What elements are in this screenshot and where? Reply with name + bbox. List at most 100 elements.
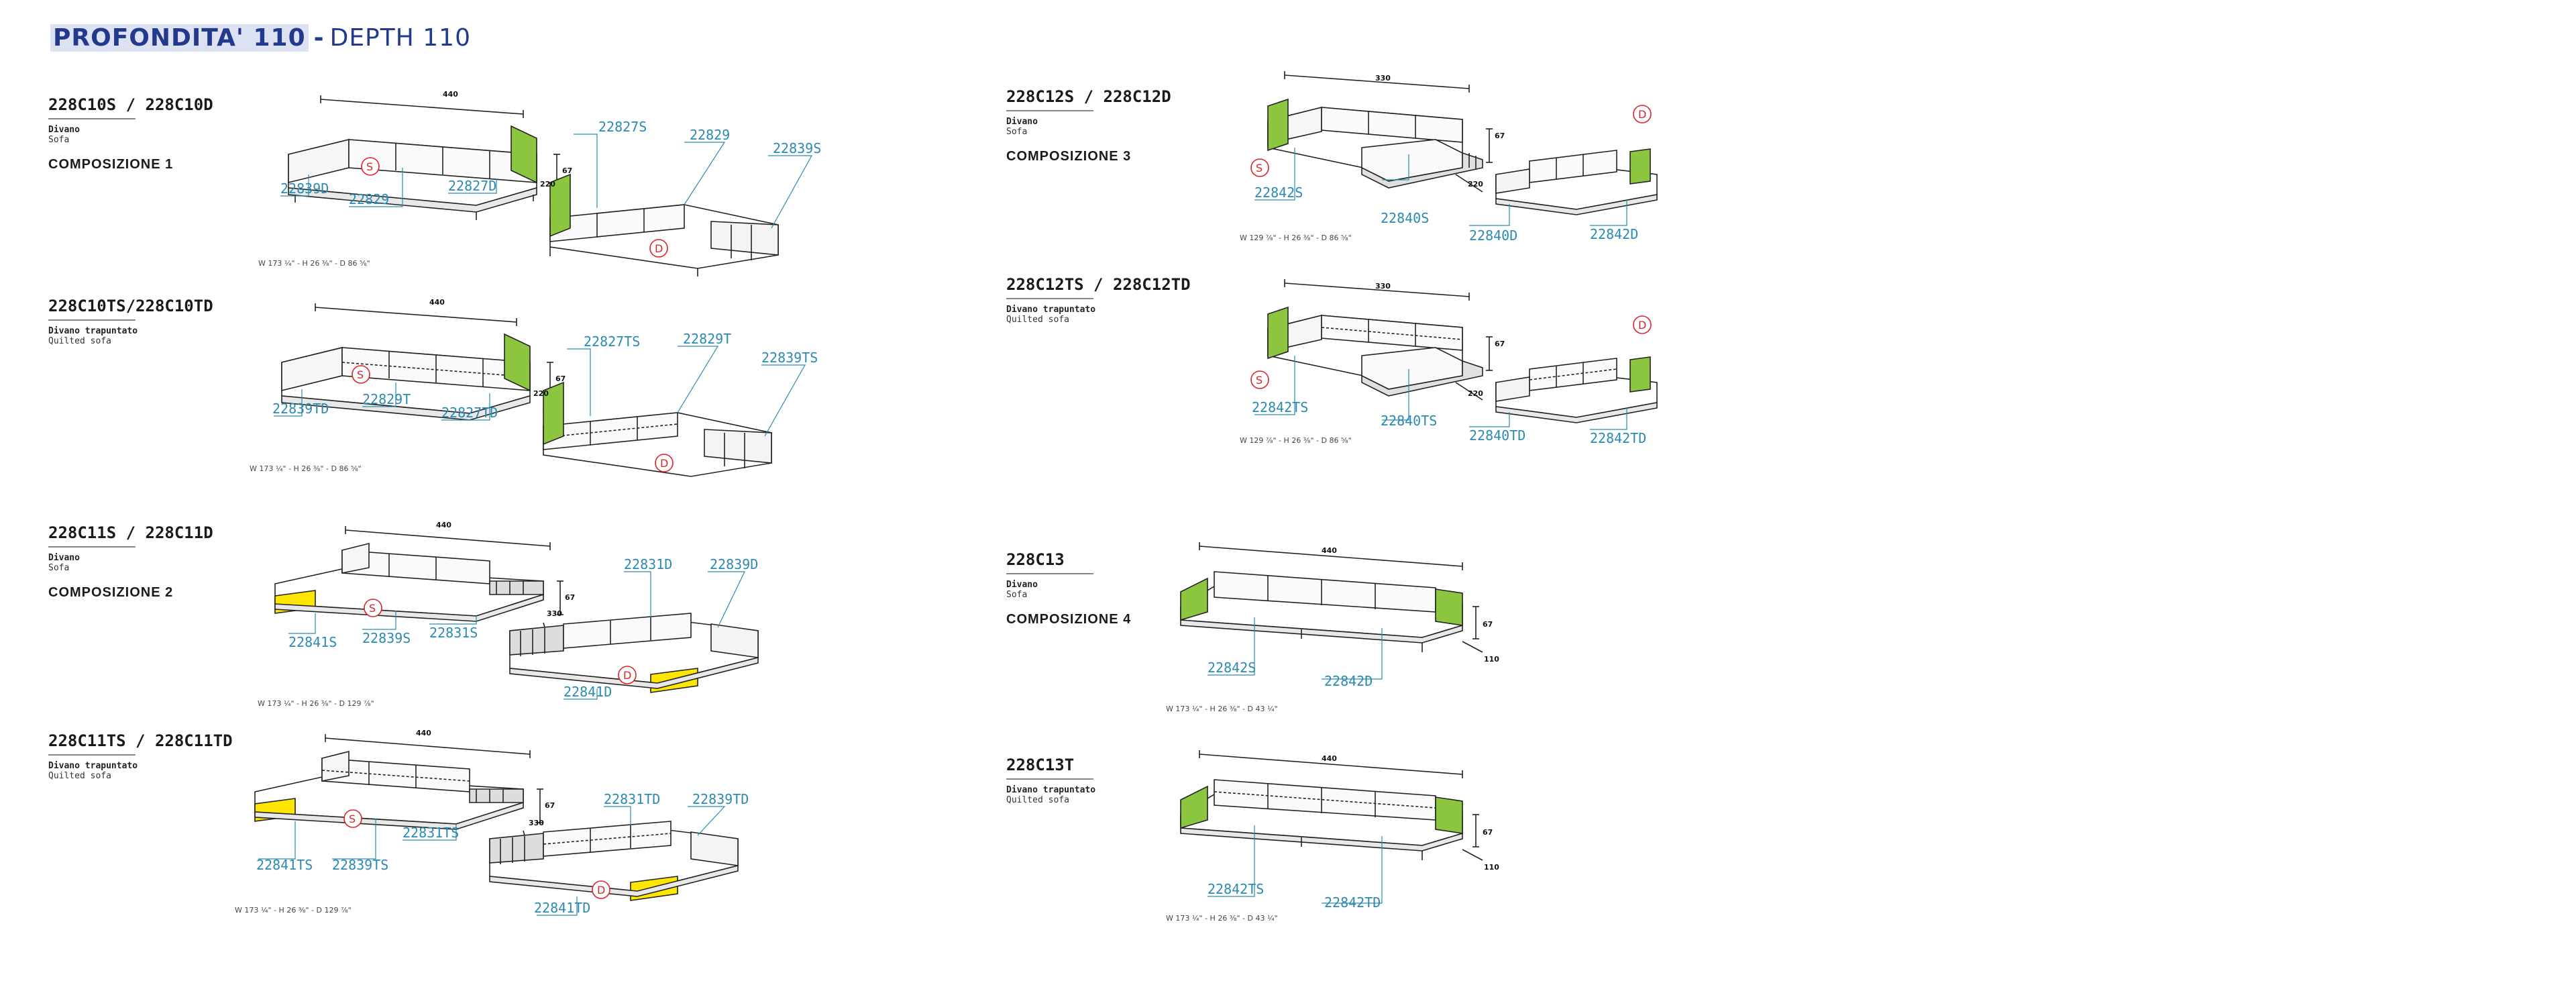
section-6-subtitle-it: Divano trapuntato	[1006, 305, 1096, 315]
section-6-subtitle-en: Quilted sofa	[1006, 315, 1069, 325]
part-label: 22840D	[1469, 227, 1517, 244]
section-6-info: 228C12TS / 228C12TD Divano trapuntato Qu…	[1006, 275, 1191, 325]
section-3-size: W 173 ¼" - H 26 ⅜" - D 129 ⅞"	[258, 699, 374, 708]
drawing-composition-1-quilted: 440 67 220 22827TS 22829T 22839TS 22839T…	[272, 298, 818, 477]
svg-text:S: S	[357, 368, 364, 381]
svg-text:D: D	[623, 669, 631, 682]
dim-width: 440	[443, 90, 458, 99]
dim-height: 67	[562, 166, 572, 175]
section-2-size: W 173 ¼" - H 26 ⅜" - D 86 ⅝"	[250, 464, 362, 473]
svg-text:S: S	[366, 160, 373, 173]
part-label: 22842S	[1254, 185, 1303, 201]
page-title: PROFONDITA' 110-DEPTH 110	[50, 24, 471, 52]
section-1-subtitle-it: Divano	[48, 125, 80, 135]
part-label: 22831D	[624, 556, 672, 572]
dim-height: 67	[1495, 340, 1505, 348]
dim-height: 67	[1495, 132, 1505, 140]
section-3-code: 228C11S / 228C11D	[48, 523, 213, 542]
section-2-subtitle-it: Divano trapuntato	[48, 326, 138, 336]
part-label: 22842TS	[1252, 399, 1308, 415]
part-label: 22839S	[773, 140, 821, 156]
section-1-size: W 173 ¼" - H 26 ⅜" - D 86 ⅝"	[258, 259, 370, 268]
drawing-composition-2-quilted: 440 67 330 22831TD 22839TD 22841TS 22839…	[254, 729, 749, 916]
section-7-subtitle-it: Divano	[1006, 580, 1038, 590]
dim-width: 440	[429, 298, 445, 307]
section-6-size: W 129 ⅞" - H 26 ⅜" - D 86 ⅝"	[1240, 436, 1352, 445]
section-6-code: 228C12TS / 228C12TD	[1006, 275, 1191, 294]
section-2-subtitle-en: Quilted sofa	[48, 336, 111, 346]
dim-depth: 110	[1484, 863, 1499, 872]
dim-width: 440	[416, 729, 431, 737]
part-label: 22842TS	[1208, 881, 1264, 897]
drawing-composition-2: 440 67 330 22831D 22839D 22841S 22839S 2…	[274, 521, 759, 700]
section-3-subtitle-it: Divano	[48, 553, 80, 563]
section-5-subtitle-it: Divano	[1006, 117, 1038, 127]
dim-depth: 220	[540, 180, 555, 189]
part-label: 22827TS	[584, 333, 640, 350]
dim-depth: 330	[547, 609, 562, 618]
dim-height: 67	[1483, 828, 1493, 837]
section-1-subtitle-en: Sofa	[48, 135, 70, 145]
section-7-rule	[1006, 573, 1093, 574]
svg-text:D: D	[660, 457, 668, 470]
part-label: 22831TS	[402, 825, 459, 841]
section-5-code: 228C12S / 228C12D	[1006, 87, 1171, 106]
section-2-code: 228C10TS/228C10TD	[48, 297, 213, 315]
part-label: 22842TD	[1590, 430, 1646, 446]
badge-s: S	[1250, 370, 1269, 389]
badge-d: D	[592, 880, 610, 899]
drawing-composition-3: 330 67 220 22842S 22840S 22840D 22842D S…	[1250, 71, 1658, 244]
section-8-info: 228C13T Divano trapuntato Quilted sofa	[1006, 756, 1096, 805]
section-3-rule	[48, 546, 136, 548]
part-label: 22839TD	[272, 401, 329, 417]
section-8-subtitle-it: Divano trapuntato	[1006, 785, 1096, 795]
badge-s: S	[1250, 158, 1269, 177]
dim-depth: 220	[1468, 389, 1483, 398]
section-2-info: 228C10TS/228C10TD Divano trapuntato Quil…	[48, 297, 213, 346]
section-4-subtitle-en: Quilted sofa	[48, 771, 111, 781]
section-8-code: 228C13T	[1006, 756, 1075, 774]
section-6-rule	[1006, 298, 1093, 299]
svg-text:S: S	[369, 602, 376, 615]
part-label: 22840TS	[1381, 413, 1437, 429]
title-dash: -	[313, 24, 325, 52]
title-bold: PROFONDITA' 110	[50, 24, 309, 52]
section-5-size: W 129 ⅞" - H 26 ⅜" - D 86 ⅝"	[1240, 234, 1352, 242]
section-1-code: 228C10S / 228C10D	[48, 95, 213, 114]
part-label: 22829T	[683, 331, 731, 347]
part-label: 22839TD	[692, 791, 749, 807]
badge-s: S	[361, 157, 380, 176]
badge-s: S	[352, 365, 370, 384]
part-label: 22839TS	[332, 857, 388, 873]
section-1-rule	[48, 118, 136, 119]
part-label: 22840TD	[1469, 427, 1525, 444]
section-7-code: 228C13	[1006, 550, 1065, 569]
section-3-composition: COMPOSIZIONE 2	[48, 585, 174, 600]
svg-text:D: D	[597, 884, 605, 896]
dim-height: 67	[545, 801, 555, 810]
svg-text:D: D	[655, 242, 663, 255]
section-1-info: 228C10S / 228C10D Divano Sofa COMPOSIZIO…	[48, 95, 213, 172]
section-3-subtitle-en: Sofa	[48, 563, 70, 573]
part-label: 22839D	[280, 180, 329, 197]
dim-width: 440	[436, 521, 451, 529]
part-label: 22839S	[362, 630, 411, 646]
svg-text:S: S	[1256, 162, 1263, 174]
dim-height: 67	[555, 374, 566, 383]
section-7-subtitle-en: Sofa	[1006, 590, 1028, 600]
section-4-rule	[48, 754, 136, 756]
dim-height: 67	[1483, 620, 1493, 629]
part-label: 22831S	[429, 625, 478, 641]
part-label: 22839D	[710, 556, 758, 572]
badge-s: S	[364, 599, 382, 617]
section-4-code: 228C11TS / 228C11TD	[48, 731, 233, 750]
section-7-size: W 173 ¼" - H 26 ⅜" - D 43 ¼"	[1166, 705, 1278, 713]
svg-text:D: D	[1638, 108, 1646, 121]
dim-depth: 220	[1468, 180, 1483, 189]
title-light: DEPTH 110	[329, 24, 471, 52]
part-label: 22842D	[1324, 673, 1373, 689]
part-label: 22841TS	[256, 857, 313, 873]
section-5-composition: COMPOSIZIONE 3	[1006, 149, 1132, 164]
part-label: 22841TD	[534, 900, 590, 916]
section-7-info: 228C13 Divano Sofa COMPOSIZIONE 4	[1006, 550, 1130, 627]
